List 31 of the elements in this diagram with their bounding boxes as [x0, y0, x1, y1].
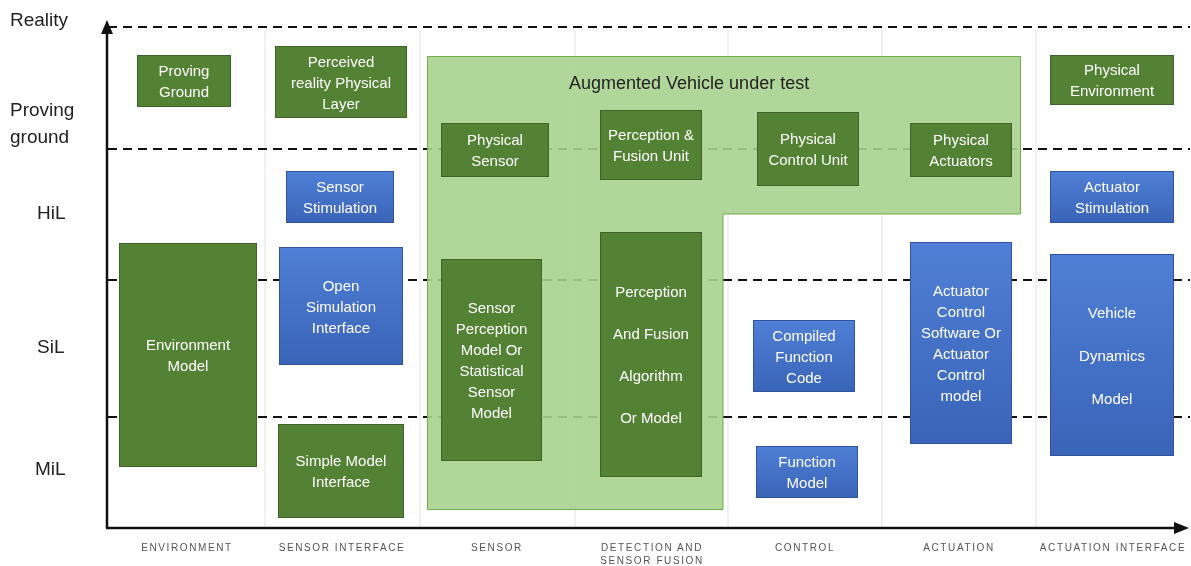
process-box: Physical Sensor	[441, 123, 549, 177]
level-label: MiL	[35, 457, 67, 481]
process-box: Vehicle Dynamics Model	[1050, 254, 1174, 456]
process-box: Perception & Fusion Unit	[600, 110, 702, 180]
column-label: DETECTION AND SENSOR FUSION	[599, 541, 705, 566]
process-box: Physical Control Unit	[757, 112, 859, 186]
process-box: Function Model	[756, 446, 858, 498]
process-box: Simple Model Interface	[278, 424, 404, 518]
process-box: Sensor Stimulation	[286, 171, 394, 223]
column-label: ACTUATION INTERFACE	[1038, 541, 1188, 554]
process-box: Physical Environment	[1050, 55, 1174, 105]
process-box: Actuator Stimulation	[1050, 171, 1174, 223]
level-label: Proving ground	[10, 98, 76, 149]
process-box: Sensor Perception Model Or Statistical Sensor Model	[441, 259, 542, 461]
column-label: SENSOR INTERFACE	[277, 541, 407, 554]
level-label: HiL	[37, 201, 67, 225]
column-label: ENVIRONMENT	[140, 541, 234, 554]
group-title: Augmented Vehicle under test	[569, 73, 810, 94]
process-box: Compiled Function Code	[753, 320, 855, 392]
process-box: Environment Model	[119, 243, 257, 467]
process-box: Actuator Control Software Or Actuator Control model	[910, 242, 1012, 444]
level-label: Reality	[10, 8, 70, 32]
column-label: SENSOR	[470, 541, 524, 554]
process-box: Proving Ground	[137, 55, 231, 107]
process-box: Perceived reality Physical Layer	[275, 46, 407, 118]
process-box: Open Simulation Interface	[279, 247, 403, 365]
process-box: Perception And Fusion Algorithm Or Model	[600, 232, 702, 477]
column-label: ACTUATION	[922, 541, 996, 554]
process-box: Physical Actuators	[910, 123, 1012, 177]
column-label: CONTROL	[773, 541, 837, 554]
level-label: SiL	[37, 335, 66, 359]
